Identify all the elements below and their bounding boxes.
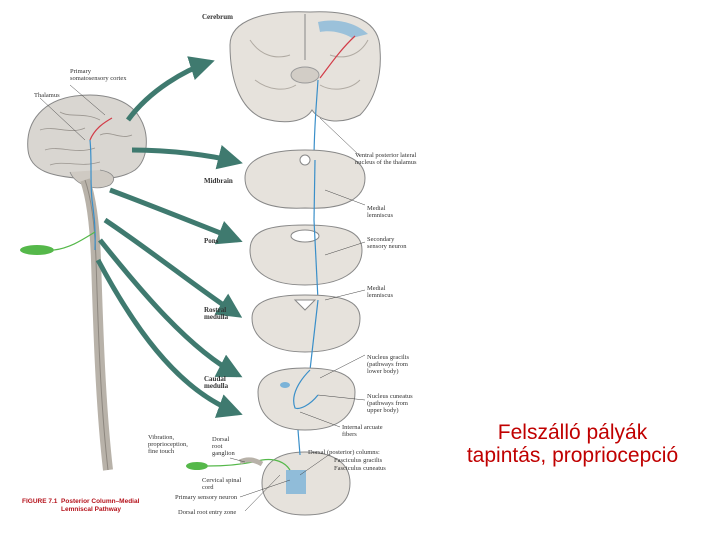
rostral-medulla-section [252,295,360,370]
pons-section [250,220,362,300]
slide-title-line2: tapintás, propriocepció [430,444,715,467]
brain-lateral-view [20,95,146,470]
label-nucleus-cuneatus: Nucleus cuneatus (pathways from upper bo… [367,393,419,414]
label-thalamus: Thalamus [34,92,60,99]
label-secondary-sensory-neuron: Secondary sensory neuron [367,236,407,250]
label-fasciculus-gracilis: Fasciculus gracilis [334,457,382,464]
label-nucleus-gracilis: Nucleus gracilis (pathways from lower bo… [367,354,419,375]
label-medial-lemniscus-medulla: Medial lemniscus [367,285,407,299]
label-cerebrum: Cerebrum [202,14,233,21]
label-pons: Pons [204,238,218,245]
label-primary-sensory-neuron: Primary sensory neuron [175,494,237,501]
cerebrum-section [230,12,380,160]
caudal-medulla-section [258,368,355,430]
midbrain-section [245,150,365,220]
label-caudal-medulla: Caudal medulla [204,376,244,390]
slide-title-line1: Felszálló pályák [430,421,715,444]
label-dorsal-root-entry-zone: Dorsal root entry zone [178,509,236,516]
label-primary-somatosensory-cortex: Primary somatosensory cortex [70,68,130,82]
label-dorsal-columns: Dorsal (posterior) columns: [308,449,380,456]
figure-caption: FIGURE 7.1 Posterior Column–Medial Lemni… [22,498,153,514]
label-medial-lemniscus-midbrain: Medial lemniscus [367,205,407,219]
label-fasciculus-cuneatus: Fasciculus cuneatus [334,465,386,472]
label-vpl-nucleus: Ventral posterior lateral nucleus of the… [355,152,425,166]
figure-caption-title: Posterior Column–Medial Lemniscal Pathwa… [61,498,153,514]
label-cervical-spinal-cord: Cervical spinal cord [202,477,248,491]
slide-title: Felszálló pályák tapintás, propriocepció [430,421,715,467]
cervical-spinal-cord-section [186,430,350,515]
figure-caption-number: FIGURE 7.1 [22,498,57,505]
label-internal-arcuate-fibers: Internal arcuate fibers [342,424,390,438]
label-vibration: Vibration, proprioception, fine touch [148,434,196,455]
label-rostral-medulla: Rostral medulla [204,307,244,321]
label-midbrain: Midbrain [204,178,233,185]
label-dorsal-root-ganglion: Dorsal root ganglion [212,436,240,457]
